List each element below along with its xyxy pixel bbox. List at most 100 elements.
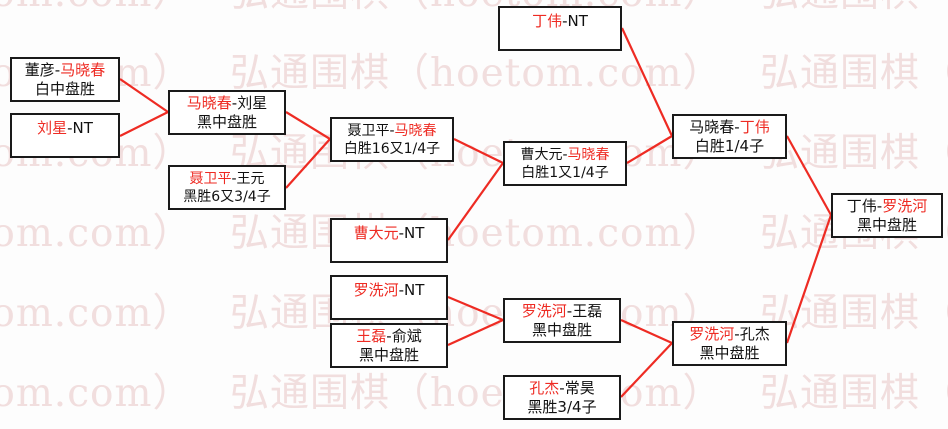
connector-line: [786, 135, 832, 216]
match-pairing: 罗洗河-孔杰: [689, 325, 769, 344]
player-loser: NT: [404, 224, 425, 242]
match-box[interactable]: 丁伟-罗洗河黑中盘胜: [831, 193, 943, 238]
match-pairing: 王磊-俞斌: [356, 327, 421, 346]
player-winner: 孔杰: [529, 378, 560, 397]
match-result: 白胜16又1/4子: [343, 140, 441, 157]
match-box[interactable]: 马晓春-丁伟白胜1/4子: [672, 114, 787, 159]
watermark-text: 弘通围棋（hoetom.com）: [760, 0, 948, 13]
pairing-separator: -: [54, 60, 61, 79]
player-winner: 马晓春: [567, 146, 610, 163]
player-winner: 马晓春: [186, 93, 232, 112]
watermark-text: 弘通围棋（hoetom.com）: [230, 291, 723, 336]
pairing-separator: -: [386, 326, 392, 345]
match-result: 黑中盘胜: [358, 345, 419, 364]
connector-line: [620, 318, 673, 345]
player-loser: NT: [404, 281, 425, 299]
match-box[interactable]: 王磊-俞斌黑中盘胜: [330, 323, 448, 368]
player-winner: 马晓春: [60, 60, 106, 79]
player-loser: 刘星: [237, 93, 268, 112]
connector-line: [119, 78, 169, 113]
pairing-separator: -: [231, 170, 237, 187]
match-box[interactable]: 罗洗河-NT: [330, 275, 448, 320]
watermark-text: 弘通围棋（hoetom.com）: [760, 371, 948, 416]
match-result: 黑胜3/4子: [527, 397, 597, 416]
match-result: 黑中盘胜: [856, 215, 917, 234]
pairing-separator: -: [876, 196, 883, 215]
match-pairing: 董彦-马晓春: [25, 61, 105, 80]
connector-line: [447, 295, 504, 322]
watermark-text: 弘通围棋（hoetom.com）: [0, 291, 193, 336]
match-pairing: 曹大元-马晓春: [520, 146, 609, 164]
match-box[interactable]: 董彦-马晓春白中盘胜: [10, 57, 120, 102]
player-winner: 丁伟: [739, 117, 770, 136]
player-winner: 丁伟: [532, 12, 563, 30]
match-box[interactable]: 曹大元-马晓春白胜1又1/4子: [503, 141, 627, 186]
player-loser: 董彦: [24, 60, 55, 79]
pairing-separator: -: [734, 324, 740, 343]
match-pairing: 丁伟-NT: [532, 12, 588, 31]
player-loser: NT: [72, 119, 93, 137]
match-result: 黑中盘胜: [531, 320, 592, 339]
player-winner: 马晓春: [394, 122, 437, 139]
player-winner: 刘星: [37, 119, 68, 137]
connector-line: [447, 162, 504, 241]
connector-line: [447, 318, 504, 347]
player-loser: 曹大元: [520, 146, 563, 163]
connector-line: [453, 138, 504, 164]
watermark-text: 弘通围棋（hoetom.com）: [760, 291, 948, 336]
match-box[interactable]: 聂卫平-王元黑胜6又3/4子: [168, 165, 286, 210]
player-loser: 常昊: [564, 378, 595, 397]
pairing-separator: -: [562, 12, 568, 30]
match-pairing: 刘星-NT: [37, 119, 93, 138]
player-loser: 王磊: [572, 301, 603, 320]
player-loser: 丁伟: [846, 196, 877, 215]
match-box[interactable]: 刘星-NT: [10, 113, 120, 158]
watermark-text: 弘通围棋（hoetom.com）: [760, 51, 948, 96]
pairing-separator: -: [734, 117, 740, 136]
player-winner: 聂卫平: [189, 170, 232, 187]
player-loser: 王元: [236, 170, 265, 187]
match-result: 白中盘胜: [34, 79, 95, 98]
pairing-separator: -: [398, 224, 405, 242]
match-box[interactable]: 马晓春-刘星黑中盘胜: [168, 90, 286, 135]
pairing-separator: -: [67, 119, 73, 137]
match-box[interactable]: 罗洗河-孔杰黑中盘胜: [672, 321, 787, 366]
player-loser: 马晓春: [689, 117, 735, 136]
watermark-text: 弘通围棋（hoetom.com）: [230, 131, 723, 176]
watermark-text: 弘通围棋（hoetom.com）: [230, 371, 723, 416]
player-loser: 孔杰: [739, 324, 770, 343]
player-winner: 王磊: [356, 326, 387, 345]
match-pairing: 聂卫平-马晓春: [347, 122, 436, 140]
player-winner: 罗洗河: [882, 196, 928, 215]
match-result: 白胜1/4子: [694, 136, 765, 155]
watermark-text: 弘通围棋（hoetom.com）: [0, 371, 193, 416]
match-box[interactable]: 聂卫平-马晓春白胜16又1/4子: [330, 117, 454, 162]
pairing-separator: -: [398, 281, 405, 299]
match-pairing: 罗洗河-NT: [354, 281, 425, 300]
player-winner: 罗洗河: [353, 281, 399, 299]
watermark-text: 弘通围棋（hoetom.com）: [0, 0, 193, 13]
match-box[interactable]: 孔杰-常昊黑胜3/4子: [503, 375, 621, 420]
connector-line: [285, 111, 331, 140]
match-pairing: 聂卫平-王元: [189, 170, 264, 188]
match-pairing: 孔杰-常昊: [529, 379, 594, 398]
pairing-separator: -: [231, 93, 238, 112]
connector-line: [285, 138, 331, 189]
watermark-text: 弘通围棋（hoetom.com）: [760, 131, 948, 176]
player-loser: 聂卫平: [347, 122, 390, 139]
pairing-separator: -: [559, 378, 565, 397]
match-result: 白胜1又1/4子: [521, 164, 609, 181]
player-loser: 俞斌: [391, 326, 422, 345]
connector-line: [785, 214, 833, 344]
match-box[interactable]: 罗洗河-王磊黑中盘胜: [503, 298, 621, 343]
match-box[interactable]: 曹大元-NT: [330, 218, 448, 263]
watermark-text: 弘通围棋（hoetom.com）: [230, 211, 723, 256]
match-box[interactable]: 丁伟-NT: [498, 6, 622, 51]
match-pairing: 罗洗河-王磊: [522, 302, 602, 321]
pairing-separator: -: [566, 301, 573, 320]
player-winner: 罗洗河: [521, 301, 567, 320]
pairing-separator: -: [389, 122, 395, 139]
